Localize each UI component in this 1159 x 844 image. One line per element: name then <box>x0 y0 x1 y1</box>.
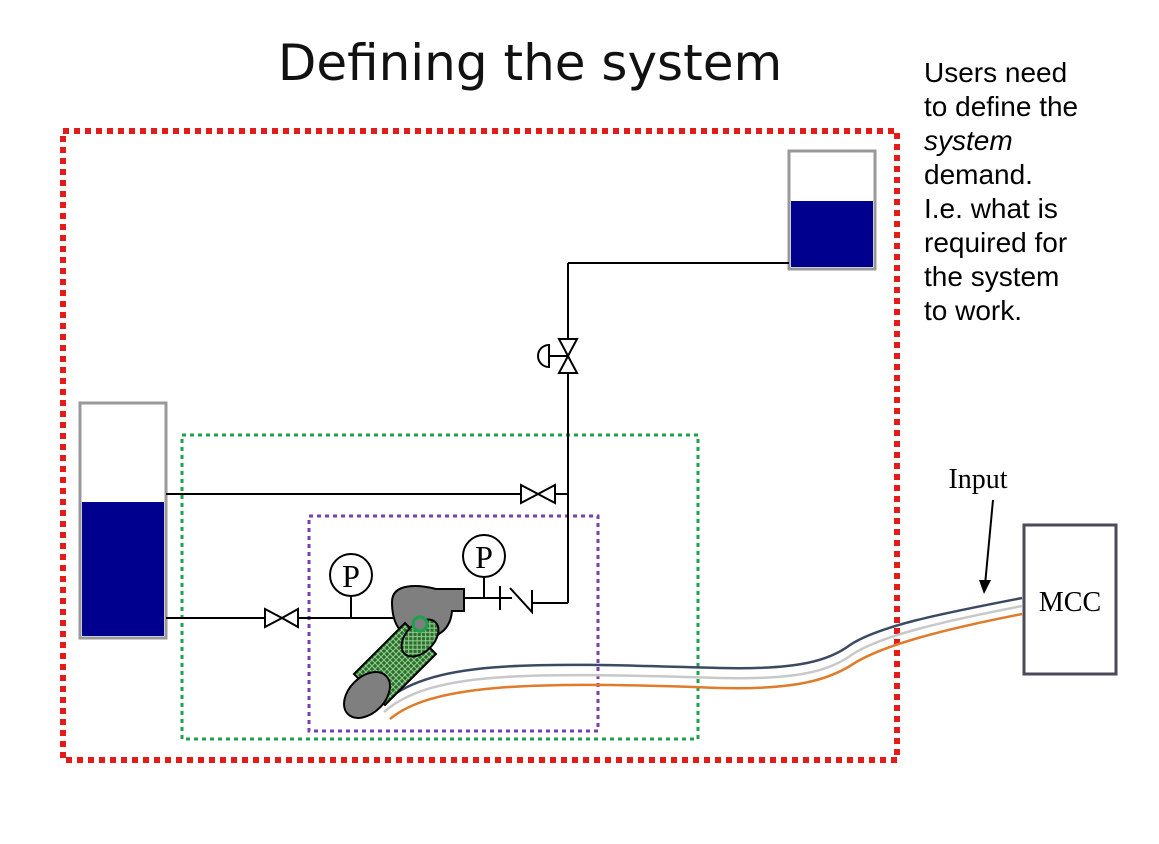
note-line: the system <box>924 261 1060 292</box>
gauge-label: P <box>342 558 360 594</box>
mcc-label: MCC <box>1039 587 1101 618</box>
suction-valve-icon <box>264 607 299 629</box>
discharge-pressure-gauge-icon: P <box>462 534 506 598</box>
note-line: demand. <box>924 159 1033 190</box>
note-line: system <box>924 124 1154 158</box>
control-valve-icon <box>537 338 579 374</box>
check-valve-icon <box>499 586 536 615</box>
note-line: to define the <box>924 91 1079 122</box>
power-cable <box>379 596 1023 720</box>
system-demand-note: Users need to define the system demand. … <box>924 56 1154 328</box>
note-italic-word: system <box>924 125 1013 156</box>
gauge-label: P <box>475 539 493 575</box>
input-label: Input <box>948 464 1007 495</box>
bypass-valve-icon <box>520 483 556 505</box>
note-line: Users need <box>924 57 1068 88</box>
input-arrow-icon <box>979 499 994 594</box>
note-line: I.e. what is <box>924 193 1058 224</box>
suction-pressure-gauge-icon: P <box>329 553 373 618</box>
system-boundary <box>60 128 900 763</box>
subsystem-boundary <box>180 433 700 741</box>
component-boundary <box>307 514 600 733</box>
motor-icon <box>343 615 440 719</box>
supply-tank <box>78 401 168 640</box>
destination-tank <box>787 149 877 271</box>
page-title: Defining the system <box>277 34 783 92</box>
mcc-box: MCC <box>1022 523 1118 676</box>
note-line: required for <box>924 227 1068 258</box>
piping <box>166 262 789 619</box>
note-line: to work. <box>924 295 1023 326</box>
